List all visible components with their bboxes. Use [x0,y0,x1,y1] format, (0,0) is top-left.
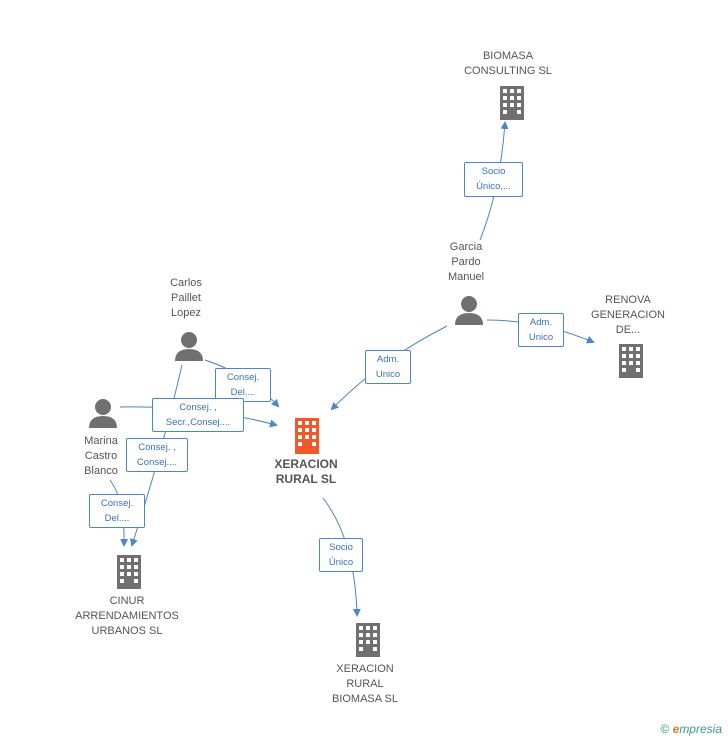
person-icon[interactable] [87,398,119,428]
brand-logo-e: e [672,722,680,736]
person-label-marina[interactable]: Marina Castro Blanco [84,435,118,477]
person-label-carlos[interactable]: Carlos Paillet Lopez [170,277,202,319]
edge-label-consej-del[interactable]: Consej. Del.... [89,494,145,528]
building-icon[interactable] [497,86,527,120]
company-label-cinur[interactable]: CINUR ARRENDAMIENTOS URBANOS SL [75,595,179,637]
brand-name: mpresia [679,722,722,736]
copyright-symbol: © [660,722,670,736]
main-company-label[interactable]: XERACION RURAL SL [274,457,338,486]
edge-label-adm-unico[interactable]: Adm. Unico [518,313,564,347]
edge-label-socio-unico[interactable]: Socio Único [319,538,363,572]
main-building-icon[interactable] [292,418,322,454]
company-label-renova[interactable]: RENOVA GENERACION DE... [591,294,665,336]
building-icon[interactable] [353,623,383,657]
edge-label-consej[interactable]: Consej. , Consej.... [126,438,188,472]
building-icon[interactable] [114,555,144,589]
edge-label-consej-secr[interactable]: Consej. , Secr.,Consej.... [152,398,244,432]
footer-brand[interactable]: © empresia [660,722,722,736]
person-label-garcia[interactable]: Garcia Pardo Manuel [447,241,485,283]
edge-label-consej-del[interactable]: Consej. Del.... [215,368,271,402]
company-label-xeracion-biomasa[interactable]: XERACION RURAL BIOMASA SL [331,663,399,705]
building-icon[interactable] [616,344,646,378]
person-icon[interactable] [173,331,205,361]
company-label-biomasa-consulting[interactable]: BIOMASA CONSULTING SL [464,50,552,77]
edge-label-socio-unico[interactable]: Socio Único,... [464,162,523,197]
edge-label-adm-unico[interactable]: Adm. Unico [365,350,411,384]
person-icon[interactable] [453,295,485,325]
